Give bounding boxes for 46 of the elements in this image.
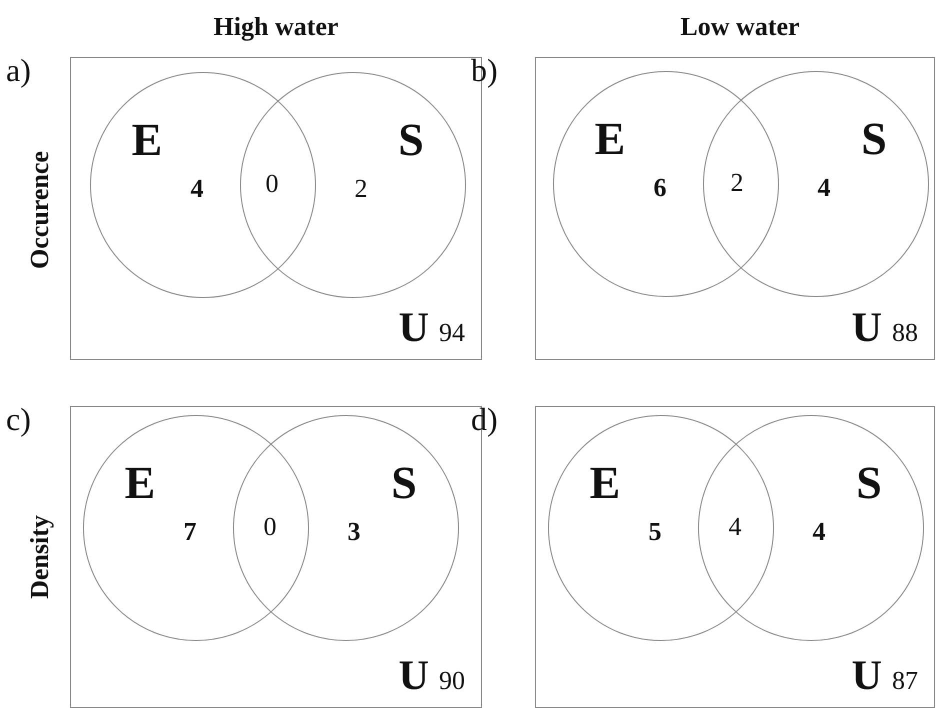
count-value: 2 bbox=[730, 170, 744, 196]
column-heading: High water bbox=[214, 14, 338, 40]
universe-letter: U bbox=[852, 307, 882, 349]
count-value: 4 bbox=[190, 176, 204, 202]
set-circle bbox=[553, 71, 779, 297]
set-letter: E bbox=[594, 116, 626, 162]
set-letter: S bbox=[861, 116, 887, 162]
set-letter: S bbox=[398, 117, 424, 163]
count-value: 5 bbox=[648, 519, 662, 545]
venn-panel bbox=[535, 57, 935, 360]
panel-label: b) bbox=[471, 54, 498, 86]
set-circle bbox=[698, 415, 924, 641]
set-letter: E bbox=[124, 460, 156, 506]
panel-label: a) bbox=[6, 54, 31, 86]
set-circle bbox=[548, 415, 774, 641]
set-letter: E bbox=[132, 117, 162, 163]
universe-letter: U bbox=[398, 307, 429, 349]
set-circle bbox=[233, 415, 459, 641]
count-value: 0 bbox=[264, 514, 276, 540]
count-value: 4 bbox=[812, 519, 826, 545]
panel-label: d) bbox=[471, 403, 498, 435]
count-value: 88 bbox=[892, 320, 918, 346]
set-circle bbox=[240, 72, 466, 298]
count-value: 3 bbox=[348, 519, 360, 545]
venn-panel bbox=[535, 406, 935, 708]
set-circle bbox=[703, 71, 929, 297]
universe-letter: U bbox=[398, 655, 429, 697]
count-value: 90 bbox=[439, 668, 465, 694]
row-heading: Density bbox=[27, 515, 53, 599]
count-value: 4 bbox=[818, 175, 830, 201]
count-value: 94 bbox=[439, 320, 465, 346]
count-value: 7 bbox=[184, 519, 196, 545]
set-letter: E bbox=[590, 460, 620, 506]
count-value: 4 bbox=[728, 514, 742, 540]
column-heading: Low water bbox=[680, 14, 800, 40]
universe-letter: U bbox=[852, 655, 882, 697]
row-heading: Occurence bbox=[27, 151, 53, 269]
set-circle bbox=[90, 72, 316, 298]
panel-label: c) bbox=[6, 403, 31, 435]
count-value: 2 bbox=[354, 176, 368, 202]
count-value: 0 bbox=[266, 171, 278, 197]
count-value: 6 bbox=[654, 175, 666, 201]
set-letter: S bbox=[391, 460, 417, 506]
set-letter: S bbox=[856, 460, 882, 506]
set-circle bbox=[83, 415, 309, 641]
count-value: 87 bbox=[892, 668, 918, 694]
